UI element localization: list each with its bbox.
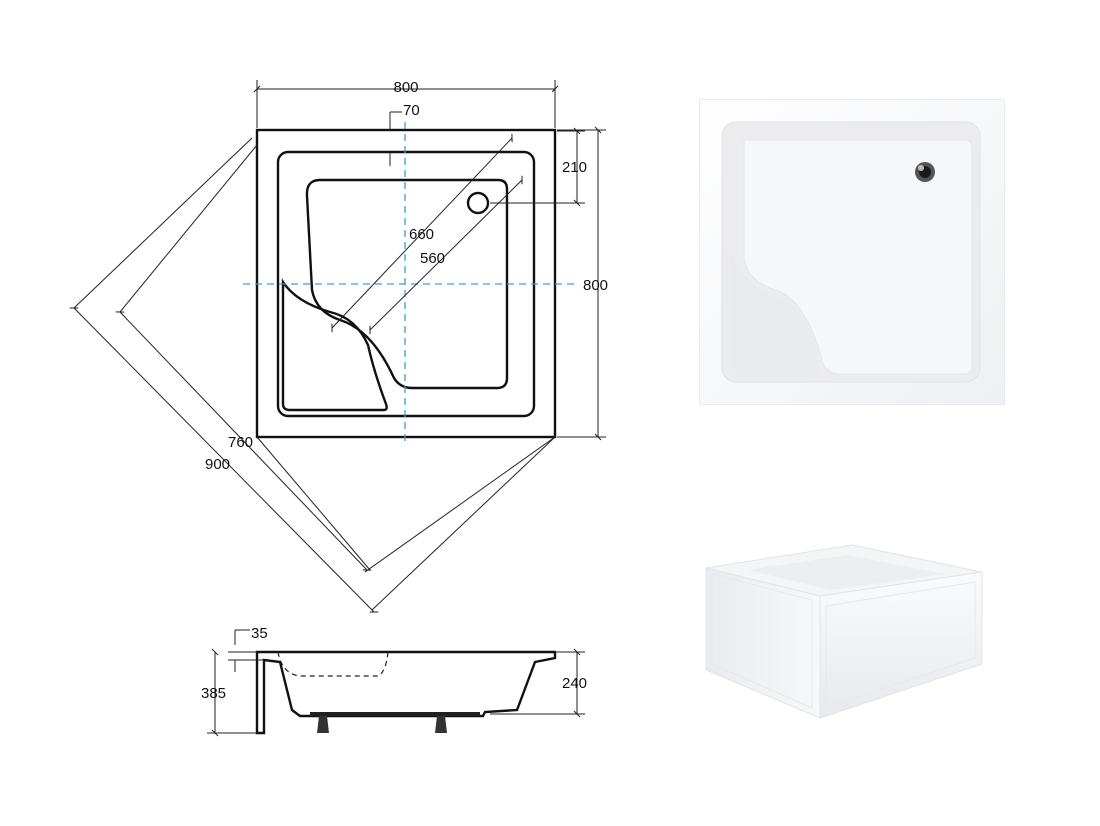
frame-bar [310, 712, 480, 716]
dim-diag-inner: 560 [420, 250, 445, 267]
dim-rim-offset: 70 [403, 102, 420, 119]
seat-hidden-line [277, 651, 389, 677]
tray-photo-seat [730, 250, 820, 374]
tray-photo-basin [743, 139, 973, 375]
seat-outline [281, 277, 388, 412]
drain-hole [466, 191, 490, 215]
photo-top-view [699, 99, 1005, 405]
tray-3d-front-panel [819, 571, 983, 719]
dim-rim: 35 [251, 625, 268, 642]
dim-tray-height: 240 [562, 675, 587, 692]
photo-perspective-view [705, 544, 983, 719]
dim-total-height: 385 [201, 685, 226, 702]
dim-diag-outer: 660 [409, 226, 434, 243]
dim-height-right: 800 [583, 277, 608, 294]
foot-right [435, 716, 447, 733]
side-view: 35 385 240 [201, 625, 587, 737]
foot-left [317, 716, 329, 733]
dim-diag-760: 760 [228, 434, 253, 451]
dim-width-top: 800 [393, 79, 418, 96]
dim-diag-900: 900 [205, 456, 230, 473]
tray-section [255, 650, 557, 735]
top-view: 800 70 210 800 660 560 760 900 [69, 79, 608, 613]
dim-drain-offset: 210 [562, 159, 587, 176]
